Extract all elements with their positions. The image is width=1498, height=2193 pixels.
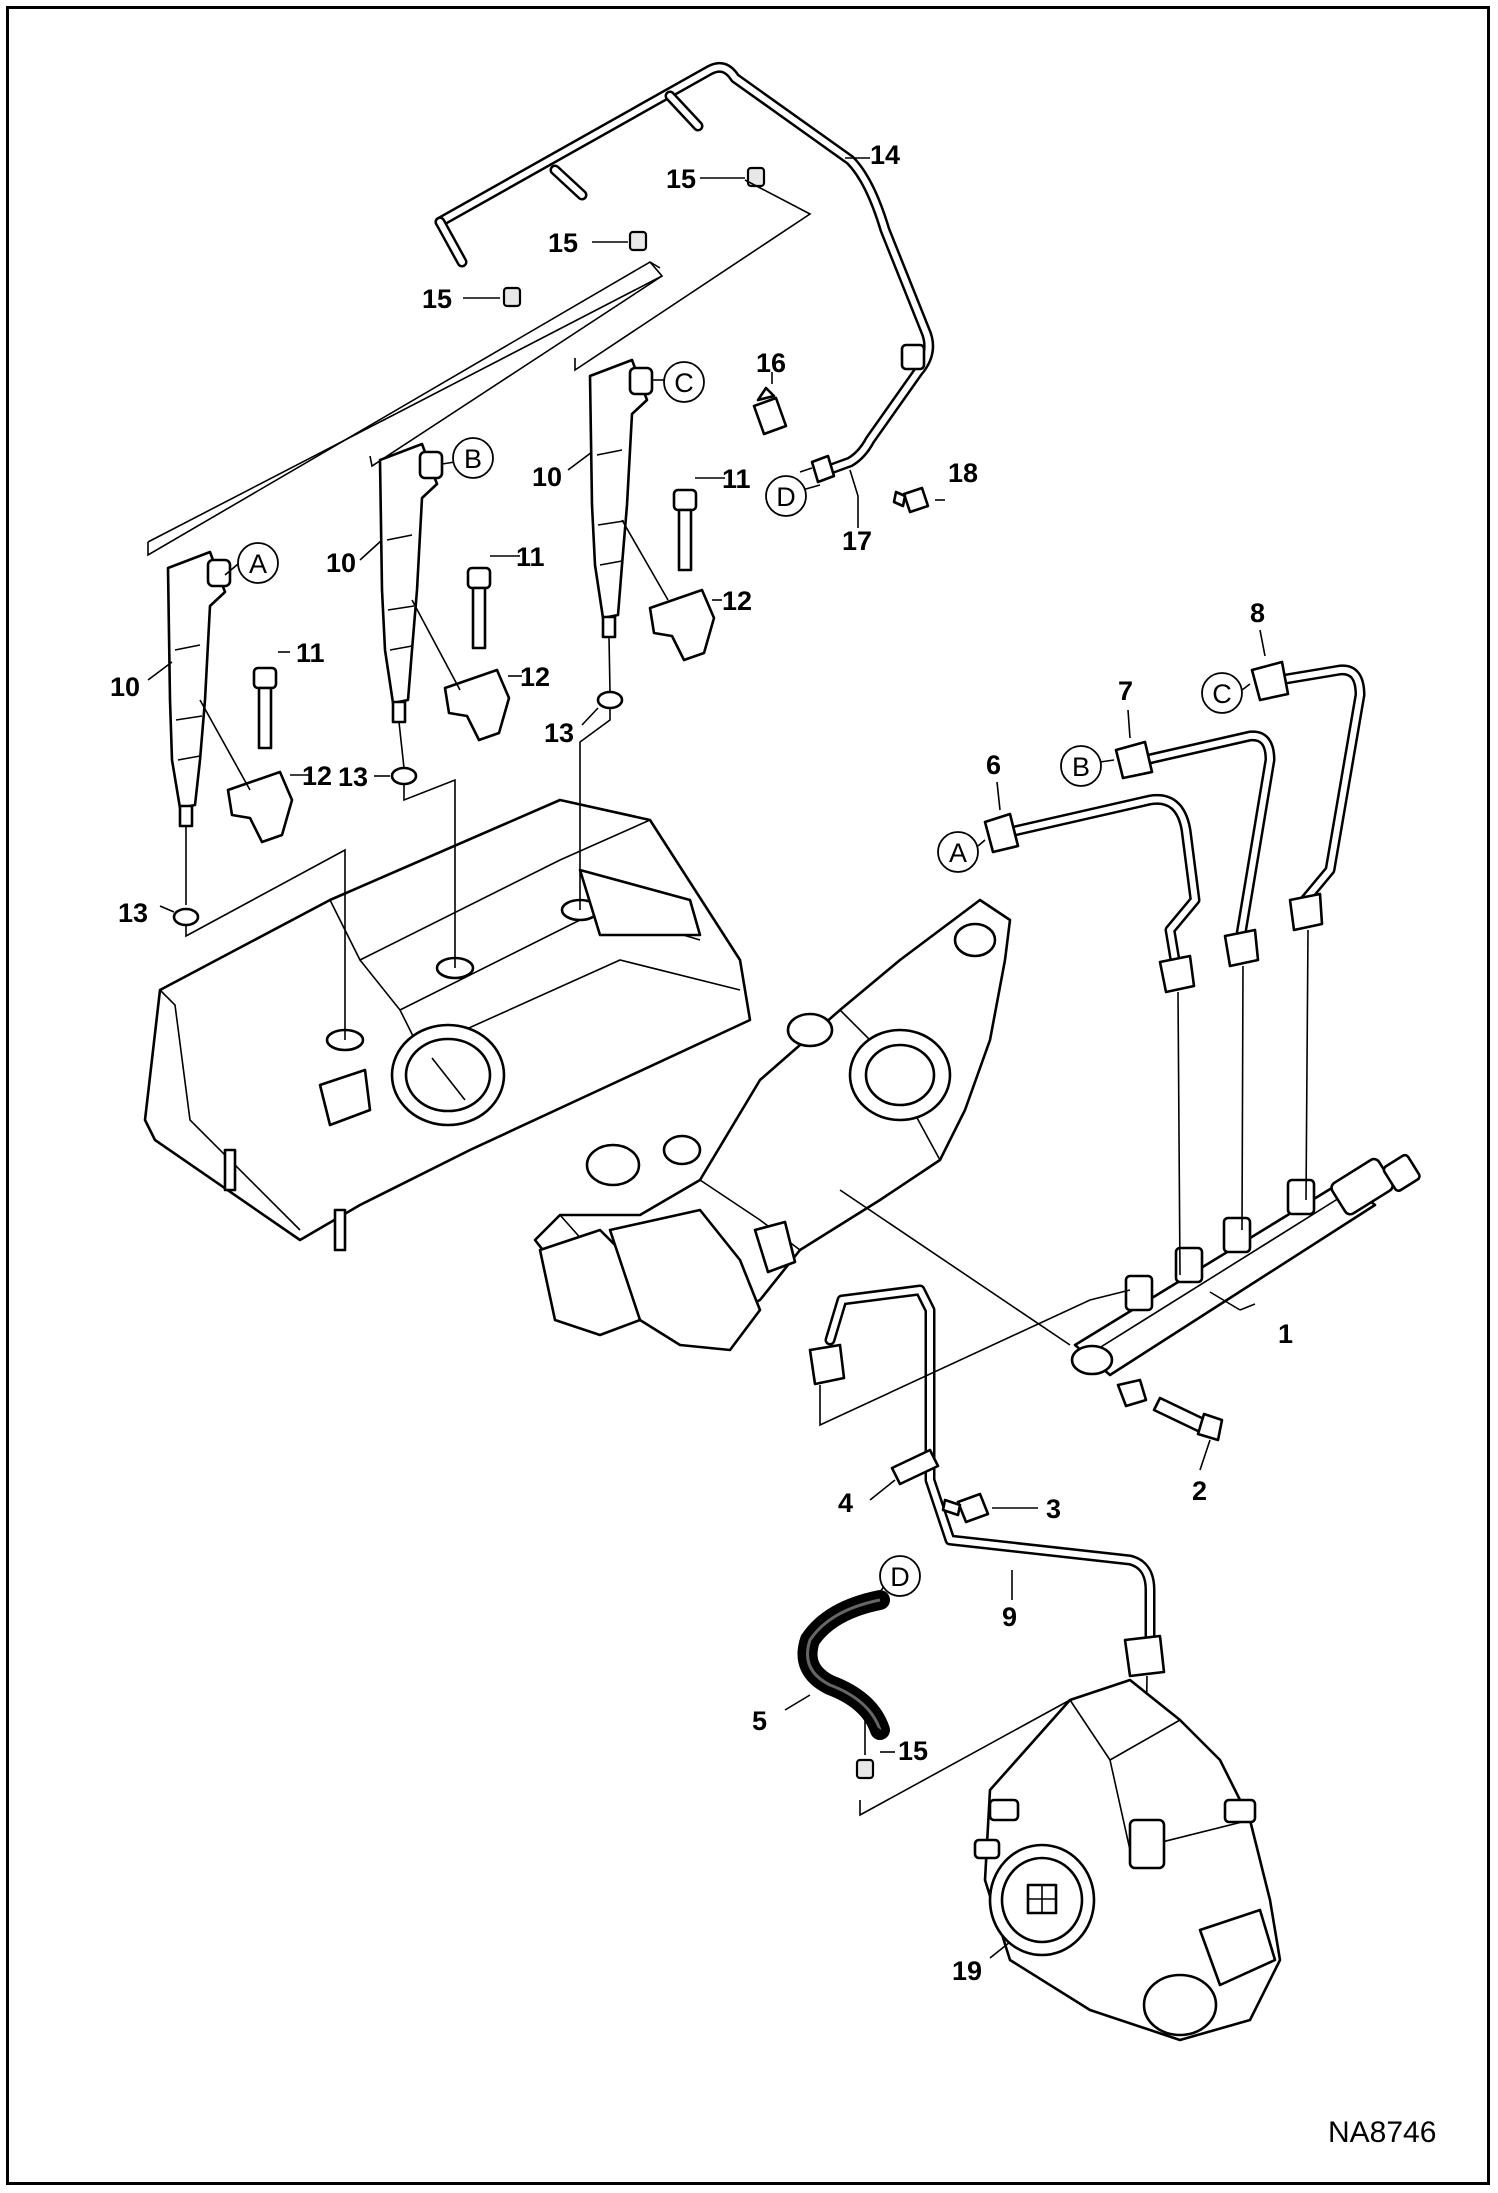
clip-15-lower xyxy=(855,1758,875,1780)
hose-5 xyxy=(797,1590,890,1740)
callout-14: 14 xyxy=(870,140,900,170)
callout-2: 2 xyxy=(1192,1476,1207,1506)
bolt-2 xyxy=(1152,1396,1224,1442)
callout-7: 7 xyxy=(1118,676,1133,706)
callout-12-c: 12 xyxy=(722,586,752,616)
callout-19: 19 xyxy=(952,1956,982,1986)
connector-b-line: B xyxy=(1060,745,1102,787)
callout-3: 3 xyxy=(1046,1494,1061,1524)
bolt-18 xyxy=(892,486,930,514)
svg-text:D: D xyxy=(776,482,796,512)
callout-12-b: 12 xyxy=(520,662,550,692)
valve-cover xyxy=(143,798,752,1252)
callout-15-b: 15 xyxy=(548,228,578,258)
rail-ports xyxy=(1124,1178,1316,1312)
callout-16: 16 xyxy=(756,348,786,378)
svg-text:C: C xyxy=(1212,679,1232,709)
hp-line-9 xyxy=(808,1284,1166,1821)
callout-11-c: 11 xyxy=(722,464,751,494)
callout-6: 6 xyxy=(986,750,1001,780)
svg-text:D: D xyxy=(890,1562,910,1592)
svg-text:B: B xyxy=(464,444,482,474)
connector-c-line: C xyxy=(1201,672,1243,714)
callout-15-a: 15 xyxy=(666,164,696,194)
callout-13-a: 13 xyxy=(118,898,148,928)
bolt-11-a xyxy=(252,666,278,750)
injector-a xyxy=(166,550,232,828)
callout-5: 5 xyxy=(752,1706,767,1736)
connector-a-line: A xyxy=(937,831,979,873)
callout-17: 17 xyxy=(842,526,872,556)
figure-id: NA8746 xyxy=(1328,2116,1436,2149)
injector-line-6 xyxy=(983,793,1201,1276)
callout-10-a: 10 xyxy=(110,672,140,702)
intake-manifold xyxy=(533,898,1012,1352)
callout-15-d: 15 xyxy=(898,1736,928,1766)
connector-c-injector: C xyxy=(663,361,705,403)
callout-1: 1 xyxy=(1278,1319,1293,1349)
callout-labels: 1 2 3 4 5 6 7 8 9 10 10 10 11 11 11 12 1… xyxy=(110,140,1293,1986)
injector-line-7 xyxy=(1114,730,1276,1231)
callout-11-a: 11 xyxy=(296,638,325,668)
bracket-4 xyxy=(890,1448,940,1486)
callout-8: 8 xyxy=(1250,598,1265,628)
callout-12-a: 12 xyxy=(302,761,332,791)
callout-13-b: 13 xyxy=(338,762,368,792)
connector-d-hose: D xyxy=(879,1555,921,1597)
injector-c xyxy=(588,358,654,639)
bolt-11-b xyxy=(466,566,492,650)
clamp-12-b xyxy=(443,668,511,742)
callout-9: 9 xyxy=(1002,1602,1017,1632)
svg-text:C: C xyxy=(674,368,694,398)
fitting-16 xyxy=(752,386,788,436)
svg-text:A: A xyxy=(249,549,267,579)
connector-d-leakoff: D xyxy=(765,475,807,517)
connector-a-injector: A xyxy=(237,542,279,584)
callout-4: 4 xyxy=(838,1488,853,1518)
callout-10-b: 10 xyxy=(326,548,356,578)
leak-off-line xyxy=(434,61,935,484)
fuel-rail xyxy=(1070,1153,1421,1408)
bolt-11-c xyxy=(672,488,698,572)
callout-11-b: 11 xyxy=(516,542,545,572)
callout-18: 18 xyxy=(948,458,978,488)
callout-13-c: 13 xyxy=(544,718,574,748)
clamp-12-a xyxy=(226,770,294,844)
hp-pump xyxy=(973,1678,1282,2042)
svg-text:B: B xyxy=(1072,752,1090,782)
injector-b xyxy=(378,442,444,724)
leader-lines xyxy=(147,157,1266,1959)
clamp-12-c xyxy=(648,588,716,662)
svg-text:A: A xyxy=(949,838,967,868)
injector-line-8 xyxy=(1250,660,1366,1201)
callout-10-c: 10 xyxy=(532,462,562,492)
bolt-3 xyxy=(941,1492,990,1524)
clip-15-upper xyxy=(502,166,766,308)
connector-b-injector: B xyxy=(452,437,494,479)
callout-15-c: 15 xyxy=(422,284,452,314)
